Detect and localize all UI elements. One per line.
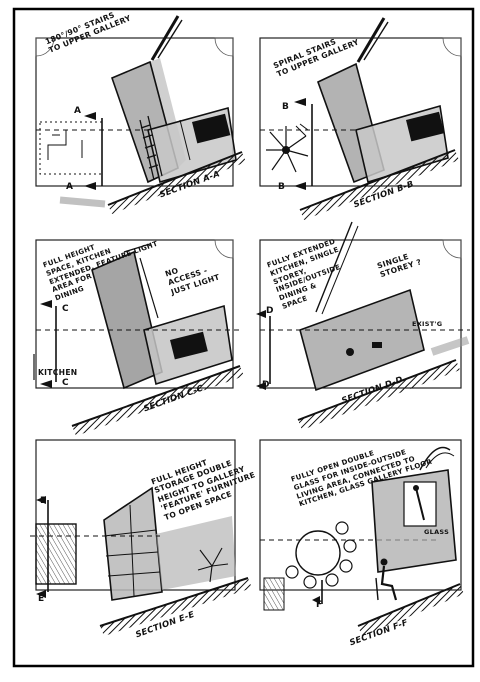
section-marker-a-bottom: A bbox=[66, 182, 74, 192]
section-marker-e-bottom: E bbox=[38, 594, 45, 604]
section-a-a-drawing bbox=[35, 15, 246, 214]
section-marker-b-bottom: B bbox=[278, 182, 286, 192]
section-marker-c-bottom: C bbox=[62, 378, 69, 388]
note-glass: GLASS bbox=[424, 528, 450, 536]
note-existing: EXIST'G bbox=[412, 320, 443, 328]
section-marker-e-top: E bbox=[40, 496, 47, 506]
section-marker-d-top: D bbox=[266, 306, 274, 316]
section-marker-a-top: A bbox=[74, 106, 82, 116]
section-b-b-drawing bbox=[259, 17, 462, 220]
section-d-d-drawing bbox=[256, 221, 470, 430]
section-e-e-drawing bbox=[30, 439, 252, 636]
section-c-c-drawing bbox=[33, 239, 244, 436]
section-marker-b-top: B bbox=[282, 102, 290, 112]
sheet-border bbox=[12, 7, 475, 668]
section-marker-d-bottom: D bbox=[262, 380, 270, 390]
section-marker-c-top: C bbox=[62, 304, 69, 314]
section-f-f-drawing bbox=[259, 439, 464, 636]
note-kitchen-c: KITCHEN bbox=[38, 368, 78, 377]
section-marker-f: F bbox=[316, 600, 323, 610]
